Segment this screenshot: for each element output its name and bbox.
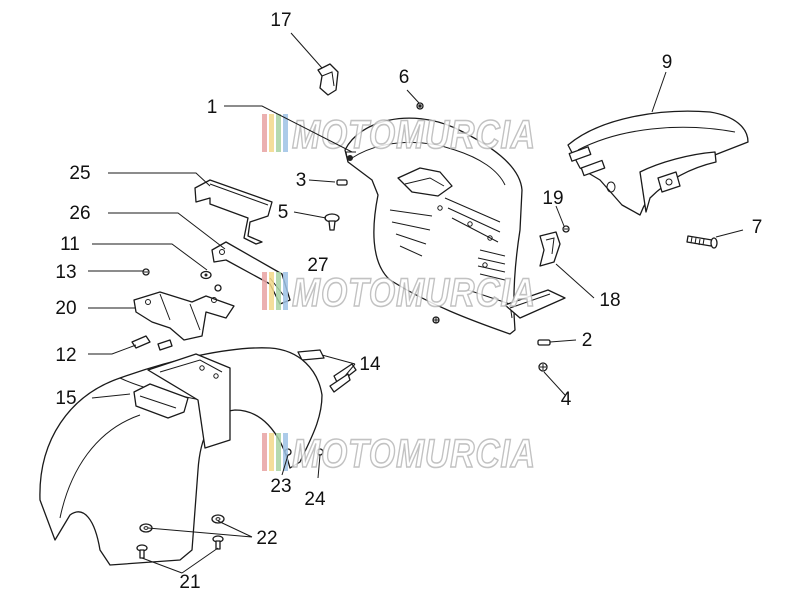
part-front-fender-9: [567, 110, 749, 216]
callout-26: 26: [69, 203, 90, 224]
part-screw-6: [416, 102, 424, 110]
watermark-stripe: [276, 272, 281, 310]
watermark-stripe: [276, 433, 281, 471]
watermark-text: MOTOMURCIA: [292, 113, 536, 157]
watermark-stripe: [283, 433, 288, 471]
watermark-stripe: [276, 114, 281, 152]
callout-3: 3: [296, 170, 307, 191]
part-reflector-14: [297, 349, 357, 393]
watermark-stripe: [283, 114, 288, 152]
motomurcia-watermark: MOTOMURCIA: [262, 112, 536, 158]
callout-22: 22: [256, 528, 277, 549]
callout-6: 6: [399, 67, 410, 88]
watermark-text: MOTOMURCIA: [292, 271, 536, 315]
callout-9: 9: [662, 52, 673, 73]
part-clip-17: [317, 63, 339, 96]
callout-20: 20: [55, 298, 76, 319]
part-clip-12: [131, 335, 173, 351]
callout-4: 4: [561, 389, 572, 410]
part-bracket-18: [539, 231, 561, 267]
part-screw-4: [538, 362, 548, 372]
part-bolt-5: [324, 213, 340, 231]
callout-15: 15: [55, 388, 76, 409]
motomurcia-watermarks: MOTOMURCIA MOTOMURCIA MOTOMURCIA: [262, 112, 536, 477]
callout-24: 24: [304, 489, 326, 510]
part-bracket-25: [194, 179, 273, 245]
watermark-stripe: [269, 433, 274, 471]
motomurcia-watermark: MOTOMURCIA: [262, 270, 536, 316]
part-screw-21: [136, 535, 224, 559]
part-nut-11: [200, 270, 212, 280]
callout-5: 5: [278, 202, 289, 223]
part-leg-shield-1: [344, 117, 523, 335]
watermark-stripe: [269, 114, 274, 152]
part-trim-strip-27: [504, 289, 566, 319]
callout-23: 23: [270, 476, 291, 497]
leader-lines: [88, 32, 744, 574]
callout-11: 11: [60, 234, 80, 255]
part-screw-leg-shield: [432, 316, 440, 324]
part-screw-19: [562, 225, 570, 233]
motomurcia-watermark: MOTOMURCIA: [262, 431, 536, 477]
callout-2: 2: [582, 330, 593, 351]
callout-14: 14: [359, 354, 381, 375]
watermark-stripe: [269, 272, 274, 310]
part-screw-13: [142, 268, 150, 276]
watermark-stripe: [283, 272, 288, 310]
callout-17: 17: [270, 10, 291, 31]
callout-18: 18: [599, 290, 620, 311]
part-rear-fender-15: [39, 347, 323, 566]
callout-13: 13: [55, 262, 76, 283]
callout-27: 27: [307, 255, 328, 276]
callout-labels: 17 6 1 3 5 9 7 19 18 2 4 25 26 27 11 13 …: [55, 10, 762, 593]
callout-1: 1: [207, 97, 218, 118]
part-support-plate-20: [133, 284, 235, 341]
part-pin-3: [336, 179, 348, 186]
callout-12: 12: [55, 345, 76, 366]
callout-25: 25: [69, 163, 90, 184]
watermark-stripe: [262, 114, 267, 152]
watermark-stripe: [262, 433, 267, 471]
callout-19: 19: [542, 188, 563, 209]
part-pin-2: [537, 339, 551, 346]
watermark-text: MOTOMURCIA: [292, 432, 536, 476]
part-screw-7: [686, 235, 718, 249]
callout-21: 21: [179, 572, 200, 593]
watermark-stripe: [262, 272, 267, 310]
callout-7: 7: [752, 217, 763, 238]
